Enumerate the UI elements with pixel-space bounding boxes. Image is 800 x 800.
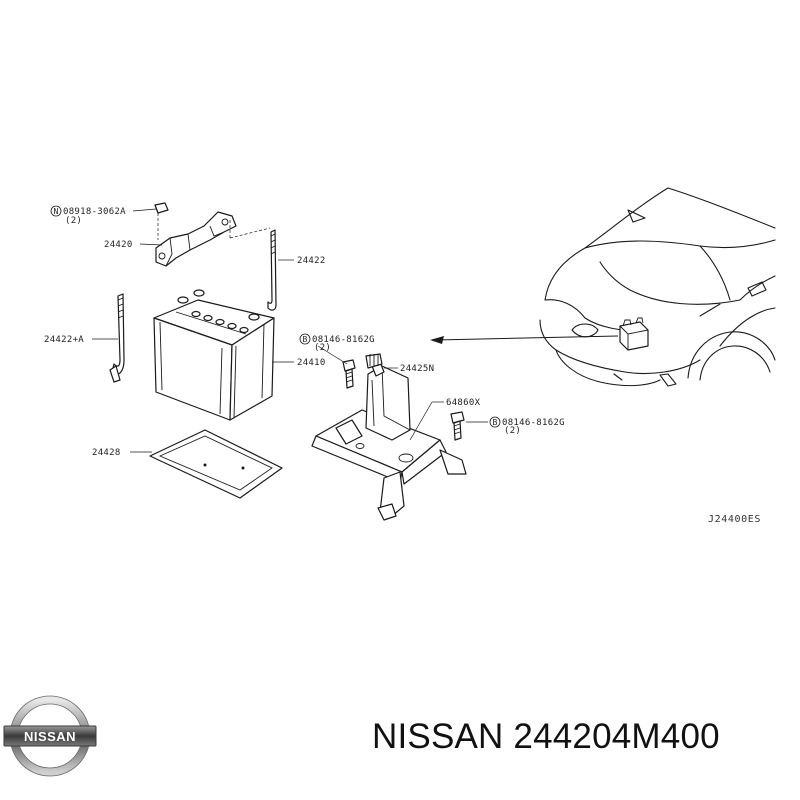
bolt-right [450, 411, 465, 441]
callout-bolt-top: 08918-3062A [63, 207, 126, 217]
battery-support [311, 361, 467, 521]
callout-bolt-mid: 08146-8162G [312, 335, 375, 345]
b-marker-right: B [489, 416, 501, 428]
n-marker-label: N [53, 207, 58, 216]
callout-rod-right: 24422 [297, 256, 326, 266]
n-marker: N [50, 205, 62, 217]
callout-labels: 08918-3062A (2) 24420 24422 24422+A 2441… [44, 207, 761, 525]
callout-bolt-top-qty: (2) [65, 216, 82, 226]
rod-right [267, 229, 277, 311]
car-outline [539, 187, 776, 387]
nissan-logo: NISSAN [3, 695, 97, 777]
drawing-code: J24400ES [708, 514, 761, 525]
b-marker-mid-label: B [302, 335, 307, 344]
battery [153, 289, 275, 421]
nissan-logo-text: NISSAN [24, 729, 76, 744]
callout-bolt-right-qty: (2) [504, 426, 521, 436]
callout-clip: 24425N [400, 364, 434, 374]
callout-bracket: 24420 [104, 240, 133, 250]
callout-rod-left: 24422+A [44, 335, 84, 345]
callout-bolt-mid-qty: (2) [314, 343, 331, 353]
callout-battery: 24410 [297, 358, 326, 368]
part-number-caption: NISSAN 244204M400 [372, 717, 720, 756]
hold-down-bracket [154, 202, 271, 267]
b-marker-mid: B [299, 333, 311, 345]
b-marker-right-label: B [492, 418, 497, 427]
bolt-mid [342, 359, 356, 389]
battery-tray [149, 429, 283, 499]
clip [365, 353, 383, 369]
rod-left [109, 293, 125, 383]
callout-tray: 24428 [92, 448, 121, 458]
location-arrow [430, 335, 619, 344]
callout-bolt-right: 08146-8162G [502, 418, 565, 428]
callout-support: 64860X [446, 398, 481, 408]
leader-lines [92, 208, 488, 453]
